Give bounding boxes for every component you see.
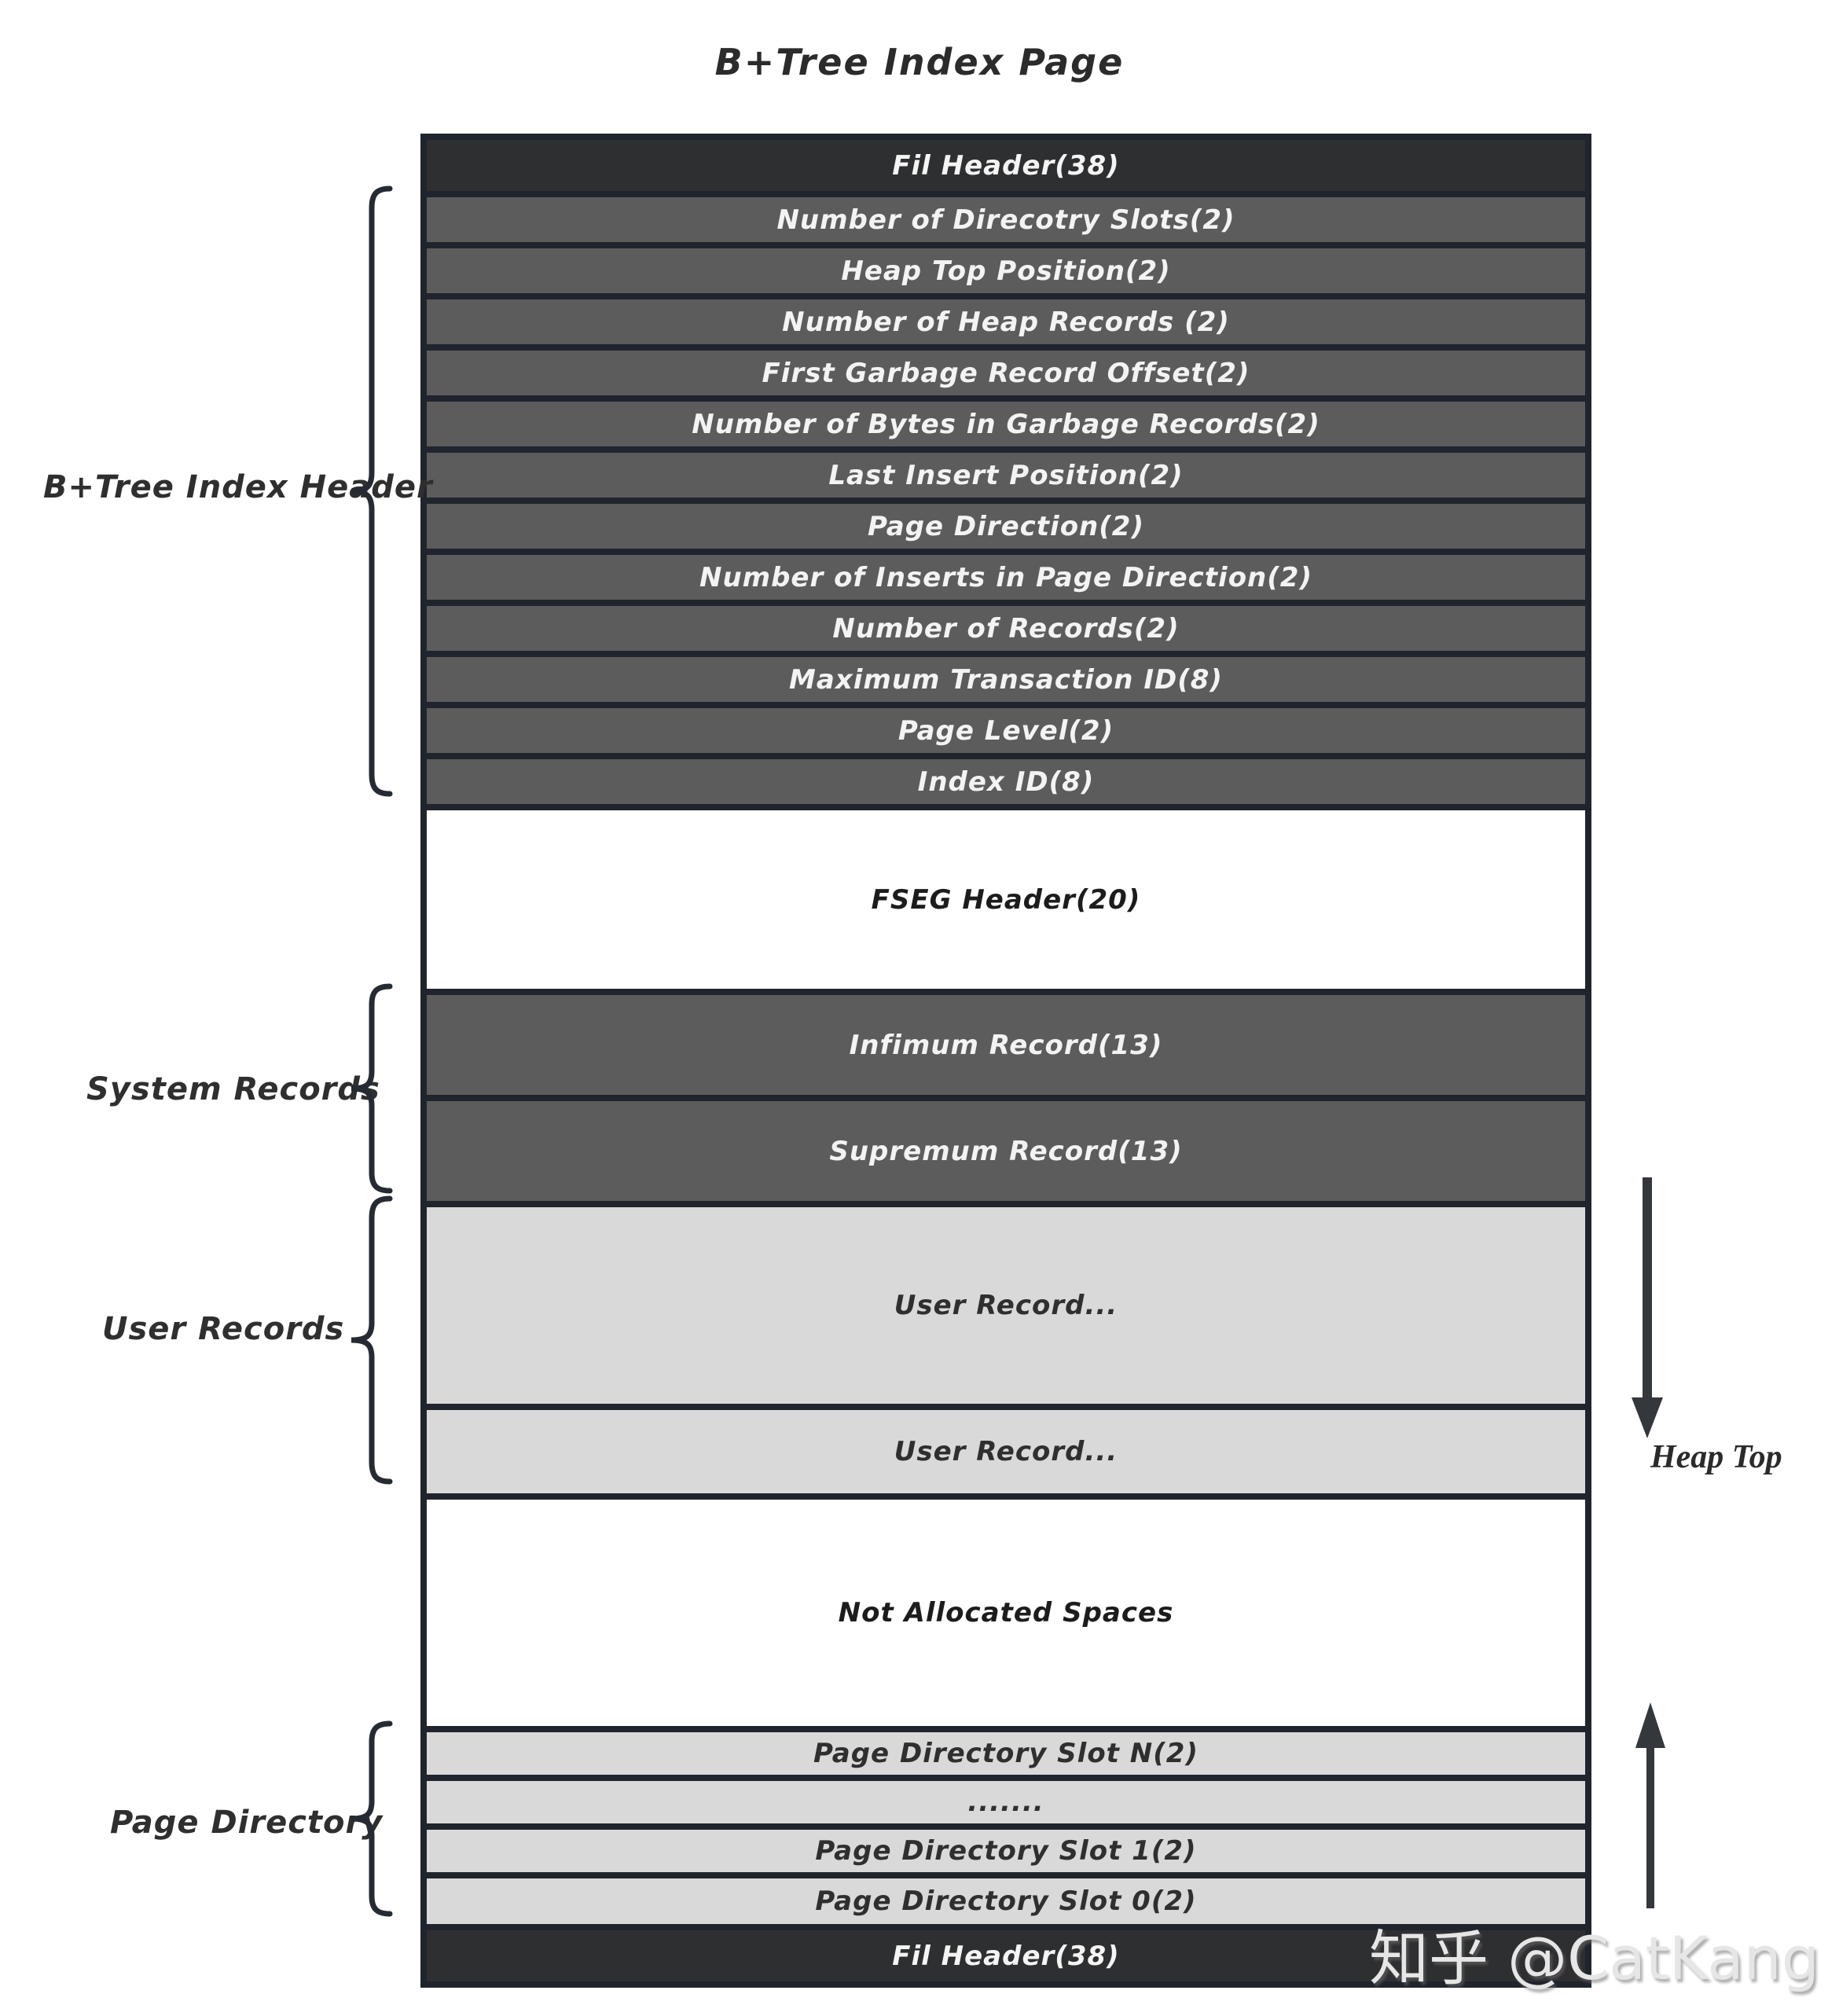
- table-row: Maximum Transaction ID(8): [427, 651, 1585, 702]
- btree-page-table: Fil Header(38) Number of Direcotry Slots(…: [420, 134, 1591, 1988]
- heap-grow-down-arrow: [1632, 1177, 1663, 1438]
- watermark: 知乎 @CatKang: [1369, 1923, 1820, 1993]
- label-btree-index-header: B+Tree Index Header: [43, 469, 433, 505]
- table-row: Number of Inserts in Page Direction(2): [427, 549, 1585, 600]
- label-page-directory: Page Directory: [110, 1805, 384, 1841]
- row-label: Page Level(2): [897, 714, 1114, 747]
- row-label: Page Directory Slot 1(2): [815, 1835, 1197, 1867]
- table-row: Infimum Record(13): [427, 989, 1585, 1095]
- row-label: FSEG Header(20): [871, 883, 1141, 916]
- heap-top-label: Heap Top: [1650, 1439, 1782, 1475]
- page-title: B+Tree Index Page: [714, 41, 1125, 83]
- table-row: User Record...: [427, 1404, 1585, 1493]
- brace-system-records: [351, 983, 393, 1194]
- row-label: Not Allocated Spaces: [838, 1597, 1174, 1629]
- table-row: Number of Records(2): [427, 600, 1585, 651]
- row-label: First Garbage Record Offset(2): [762, 357, 1250, 389]
- brace-user-records: [351, 1195, 393, 1485]
- brace-btree-index-header: [351, 185, 393, 797]
- row-label: Page Directory Slot N(2): [813, 1738, 1198, 1769]
- table-row: First Garbage Record Offset(2): [427, 344, 1585, 395]
- row-label: Supremum Record(13): [829, 1135, 1183, 1167]
- table-row: FSEG Header(20): [427, 804, 1585, 989]
- table-row: Page Directory Slot 0(2): [427, 1872, 1585, 1924]
- table-row: User Record...: [427, 1201, 1585, 1404]
- brace-page-directory: [351, 1720, 393, 1917]
- table-row: Page Direction(2): [427, 498, 1585, 549]
- table-row: Fil Header(38): [427, 140, 1585, 191]
- table-row: Supremum Record(13): [427, 1095, 1585, 1201]
- row-label: Last Insert Position(2): [828, 459, 1184, 491]
- row-label: Heap Top Position(2): [841, 255, 1171, 287]
- table-row: Page Level(2): [427, 702, 1585, 753]
- row-label: Fil Header(38): [892, 149, 1120, 182]
- table-row: Page Directory Slot 1(2): [427, 1823, 1585, 1872]
- row-label: Page Directory Slot 0(2): [815, 1886, 1197, 1917]
- row-label: Number of Bytes in Garbage Records(2): [692, 408, 1320, 440]
- table-row: .......: [427, 1775, 1585, 1823]
- table-row: Heap Top Position(2): [427, 242, 1585, 293]
- row-label: Number of Records(2): [832, 612, 1180, 644]
- table-row: Number of Direcotry Slots(2): [427, 191, 1585, 242]
- row-label: Infimum Record(13): [849, 1029, 1163, 1061]
- row-label: Number of Inserts in Page Direction(2): [699, 561, 1312, 593]
- row-label: Maximum Transaction ID(8): [789, 663, 1223, 696]
- table-row: Number of Heap Records (2): [427, 293, 1585, 344]
- row-label: Number of Heap Records (2): [782, 306, 1230, 338]
- label-system-records: System Records: [86, 1071, 380, 1107]
- row-label: Index ID(8): [917, 766, 1095, 798]
- table-row: Page Directory Slot N(2): [427, 1726, 1585, 1775]
- table-row: Number of Bytes in Garbage Records(2): [427, 395, 1585, 446]
- row-label: Number of Direcotry Slots(2): [776, 204, 1235, 236]
- table-row: Index ID(8): [427, 753, 1585, 804]
- row-label: User Record...: [894, 1436, 1118, 1467]
- row-label: User Record...: [894, 1290, 1118, 1321]
- table-row: Not Allocated Spaces: [427, 1493, 1585, 1726]
- row-label: Fil Header(38): [892, 1940, 1120, 1972]
- table-row: Fil Header(38): [427, 1924, 1585, 1981]
- row-label: .......: [967, 1786, 1044, 1818]
- row-label: Page Direction(2): [868, 510, 1144, 542]
- label-user-records: User Records: [102, 1311, 345, 1347]
- directory-grow-up-arrow: [1635, 1702, 1665, 1908]
- table-row: Last Insert Position(2): [427, 446, 1585, 498]
